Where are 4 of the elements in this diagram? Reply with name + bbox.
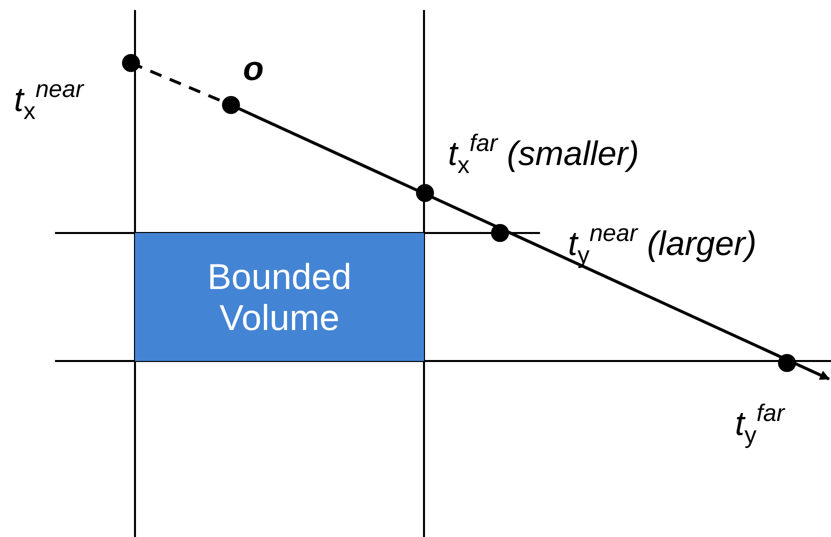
origin-label: o bbox=[243, 52, 264, 86]
bounded-volume-box bbox=[135, 233, 424, 361]
point-label: t$_{x}$$^{far}$ (smaller) bbox=[448, 132, 640, 178]
box-label: Bounded Volume bbox=[206, 256, 353, 338]
